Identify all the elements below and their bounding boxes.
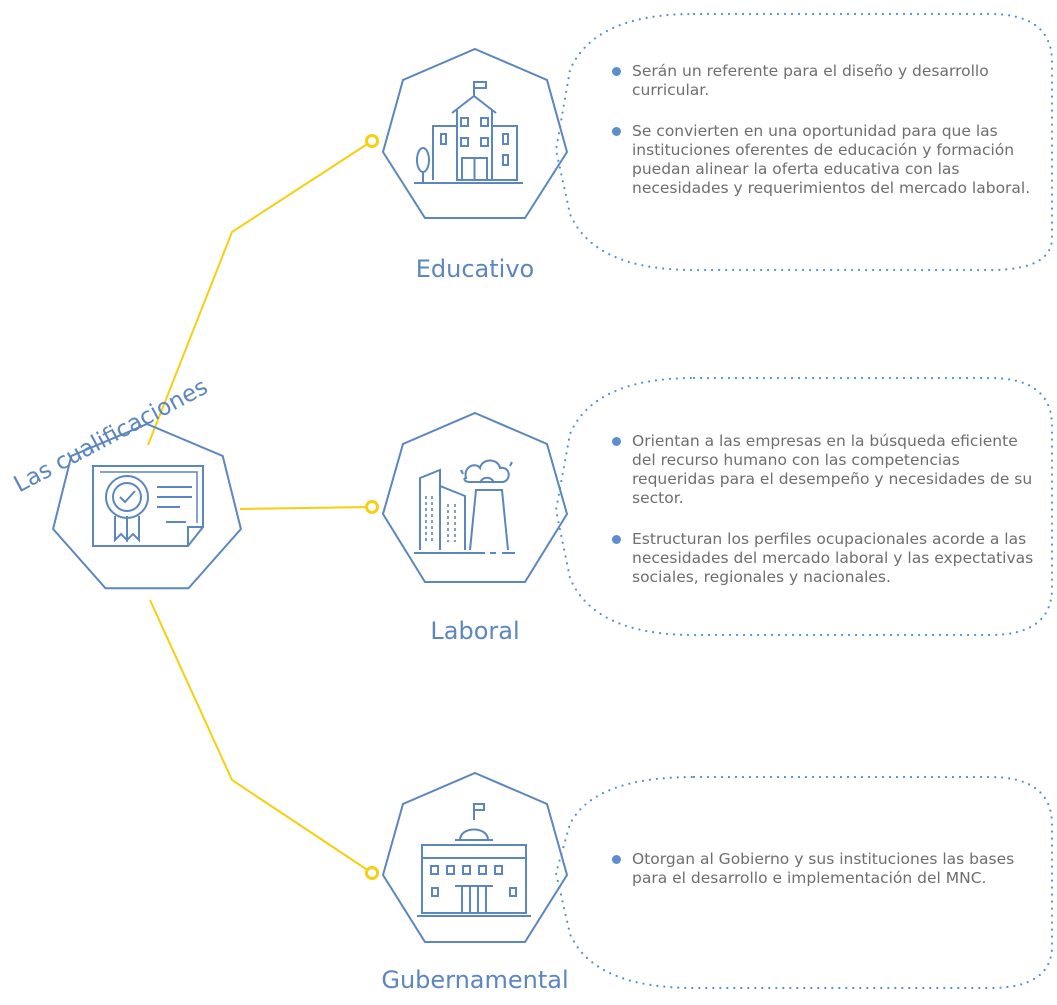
heptagon-gubernamental xyxy=(381,771,569,943)
bullet-item: Se convierten en una oportunidad para qu… xyxy=(610,122,1040,198)
callout-educativo: Serán un referente para el diseño y desa… xyxy=(610,62,1040,220)
callout-gubernamental: Otorgan al Gobierno y sus instituciones … xyxy=(610,850,1040,910)
heptagon-educativo xyxy=(381,47,569,219)
dotted-callouts xyxy=(554,12,1054,990)
label-laboral: Laboral xyxy=(430,617,520,645)
bullet-item: Orientan a las empresas en la búsqueda e… xyxy=(610,432,1040,508)
junction-laboral xyxy=(365,500,379,514)
bullet-item: Serán un referente para el diseño y desa… xyxy=(610,62,1040,100)
connector-gubernamental xyxy=(149,599,373,874)
junction-gubernamental xyxy=(365,866,379,880)
junction-educativo xyxy=(365,134,379,148)
bullet-item: Estructuran los perfiles ocupacionales a… xyxy=(610,530,1040,587)
factory-buildings-icon xyxy=(414,459,515,554)
heptagon-shapes xyxy=(52,47,569,943)
government-building-icon xyxy=(417,803,531,917)
connector-lines xyxy=(147,140,373,874)
callout-laboral: Orientan a las empresas en la búsqueda e… xyxy=(610,432,1040,609)
callout-gubernamental-outline xyxy=(554,775,1054,990)
connector-educativo xyxy=(147,140,373,446)
heptagon-laboral xyxy=(381,411,569,583)
school-building-icon xyxy=(414,81,523,184)
connector-laboral xyxy=(239,506,373,510)
certificate-icon xyxy=(92,465,204,547)
bullet-item: Otorgan al Gobierno y sus instituciones … xyxy=(610,850,1040,888)
label-gubernamental: Gubernamental xyxy=(381,966,569,994)
heptagon-center xyxy=(52,422,242,590)
junction-rings xyxy=(365,134,379,880)
label-educativo: Educativo xyxy=(415,255,535,283)
